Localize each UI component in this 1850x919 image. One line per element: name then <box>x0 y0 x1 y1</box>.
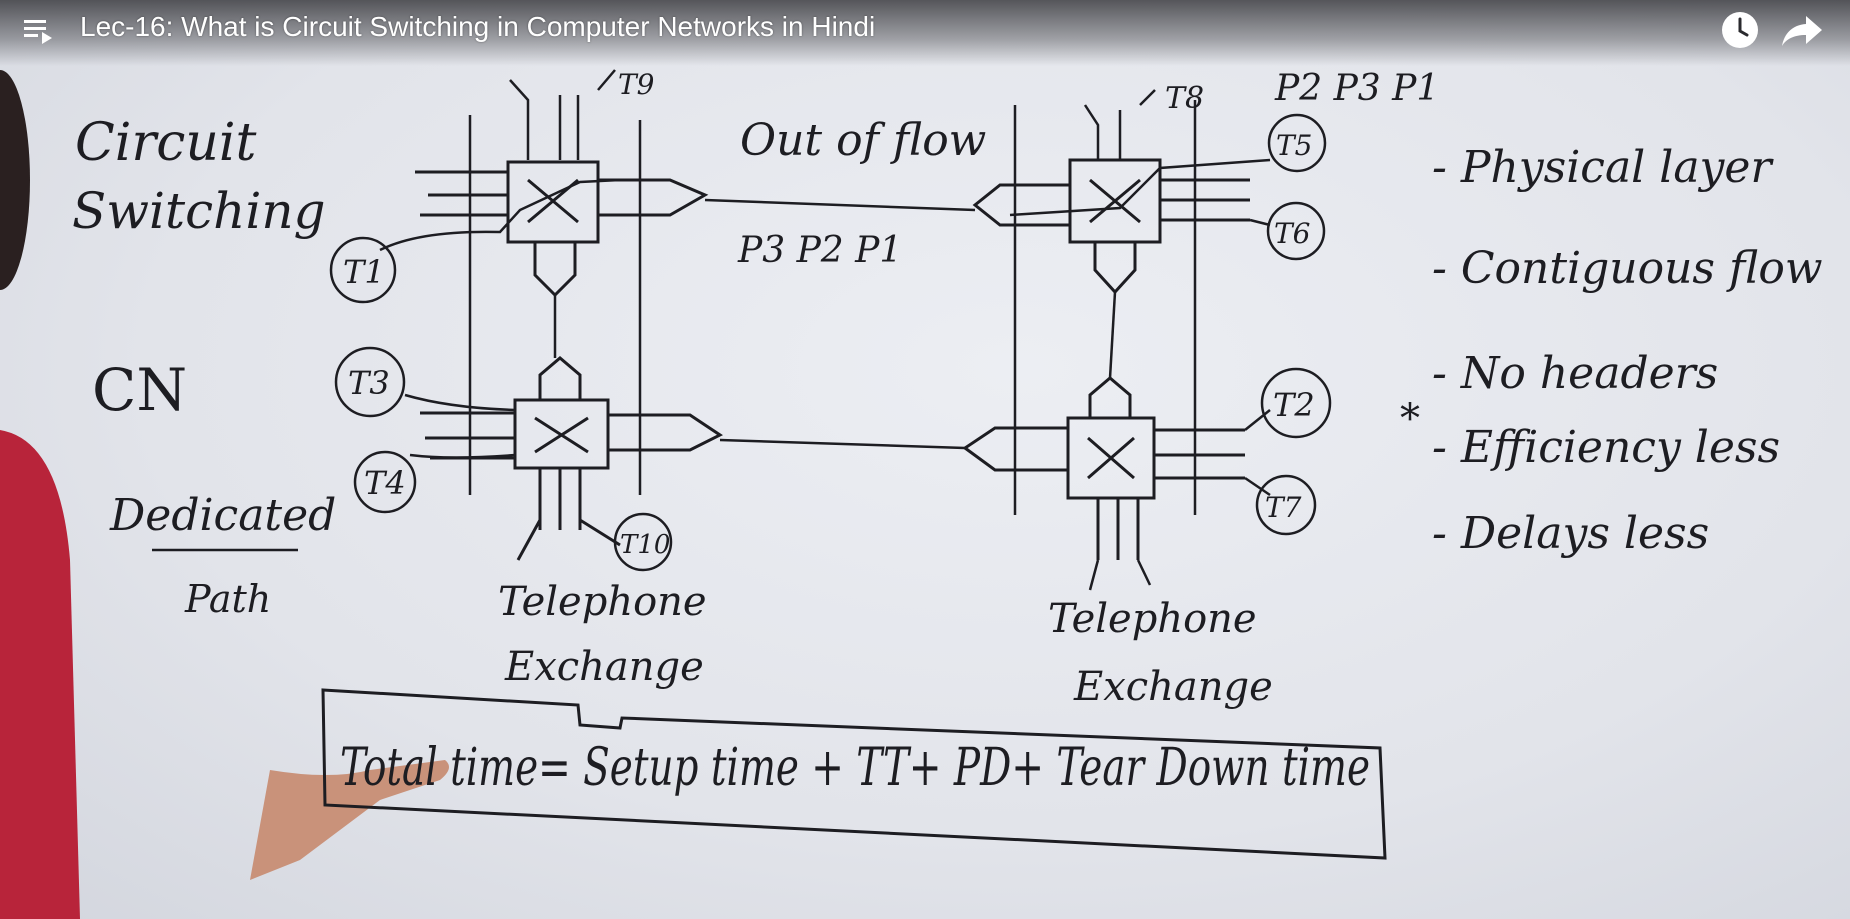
share-button[interactable] <box>1780 10 1824 50</box>
terminal-t3: T3 <box>348 364 390 402</box>
switch-box-top-right <box>972 158 1250 295</box>
terminal-t10: T10 <box>620 530 670 560</box>
playlist-icon <box>24 20 52 44</box>
flow-annotations: Out of flow P3 P2 P1 P2 P3 P1 <box>737 68 1439 271</box>
terminal-labels: T1 T3 T4 T10 T9 T8 T5 T6 T2 T7 <box>343 68 1315 560</box>
packets-middle-label: P3 P2 P1 <box>737 230 902 271</box>
terminal-t1: T1 <box>343 253 385 291</box>
terminal-t9: T9 <box>618 68 655 101</box>
property-list: - Physical layer - Contiguous flow - No … <box>1400 142 1823 559</box>
playlist-button[interactable] <box>22 14 56 48</box>
path-label: Path <box>184 577 271 621</box>
formula-box: Total time= Setup time + TT+ PD+ Tear Do… <box>321 688 1387 860</box>
property-efficiency-less: - Efficiency less <box>1432 422 1780 473</box>
packets-top-label: P2 P3 P1 <box>1274 68 1439 109</box>
exchange-left-line1: Telephone <box>498 579 707 625</box>
terminal-t2: T2 <box>1273 386 1315 424</box>
exchange-labels: Telephone Exchange Telephone Exchange <box>498 579 1273 710</box>
exchange-left-line2: Exchange <box>504 644 704 690</box>
terminal-t7: T7 <box>1265 491 1302 524</box>
out-of-flow-label: Out of flow <box>740 115 986 166</box>
exchange-right-line2: Exchange <box>1073 664 1273 710</box>
share-arrow-icon <box>1782 16 1822 46</box>
switch-box-top-left <box>415 160 709 298</box>
exchange-right-line1: Telephone <box>1048 596 1257 642</box>
diagram-lines <box>468 100 1197 515</box>
video-title[interactable]: Lec-16: What is Circuit Switching in Com… <box>80 11 876 42</box>
property-contiguous-flow: - Contiguous flow <box>1432 243 1823 294</box>
property-physical-layer: - Physical layer <box>1432 142 1774 193</box>
left-notes: Circuit Switching CN Dedicated Path <box>72 113 336 621</box>
star-mark: * <box>1400 396 1420 442</box>
formula-text: Total time= Setup time + TT+ PD+ Tear Do… <box>340 738 1370 798</box>
terminal-t4: T4 <box>364 464 406 502</box>
dedicated-label: Dedicated <box>109 490 336 541</box>
presenter <box>0 70 449 919</box>
terminal-t8: T8 <box>1165 81 1204 116</box>
heading-circuit: Circuit <box>75 113 257 173</box>
heading-switching: Switching <box>72 182 326 240</box>
watch-later-button[interactable] <box>1720 10 1760 50</box>
switch-box-bottom-right <box>962 376 1245 560</box>
clock-icon <box>1722 12 1758 48</box>
cn-label: CN <box>92 356 187 424</box>
terminal-circles <box>329 113 1332 572</box>
switch-box-bottom-left <box>420 356 723 561</box>
player-top-bar: Lec-16: What is Circuit Switching in Com… <box>0 0 1850 66</box>
property-delays-less: - Delays less <box>1432 508 1709 559</box>
terminal-t5: T5 <box>1276 129 1313 162</box>
terminal-t6: T6 <box>1274 217 1311 250</box>
property-no-headers: - No headers <box>1432 348 1718 399</box>
trunk-lines <box>379 69 1271 591</box>
